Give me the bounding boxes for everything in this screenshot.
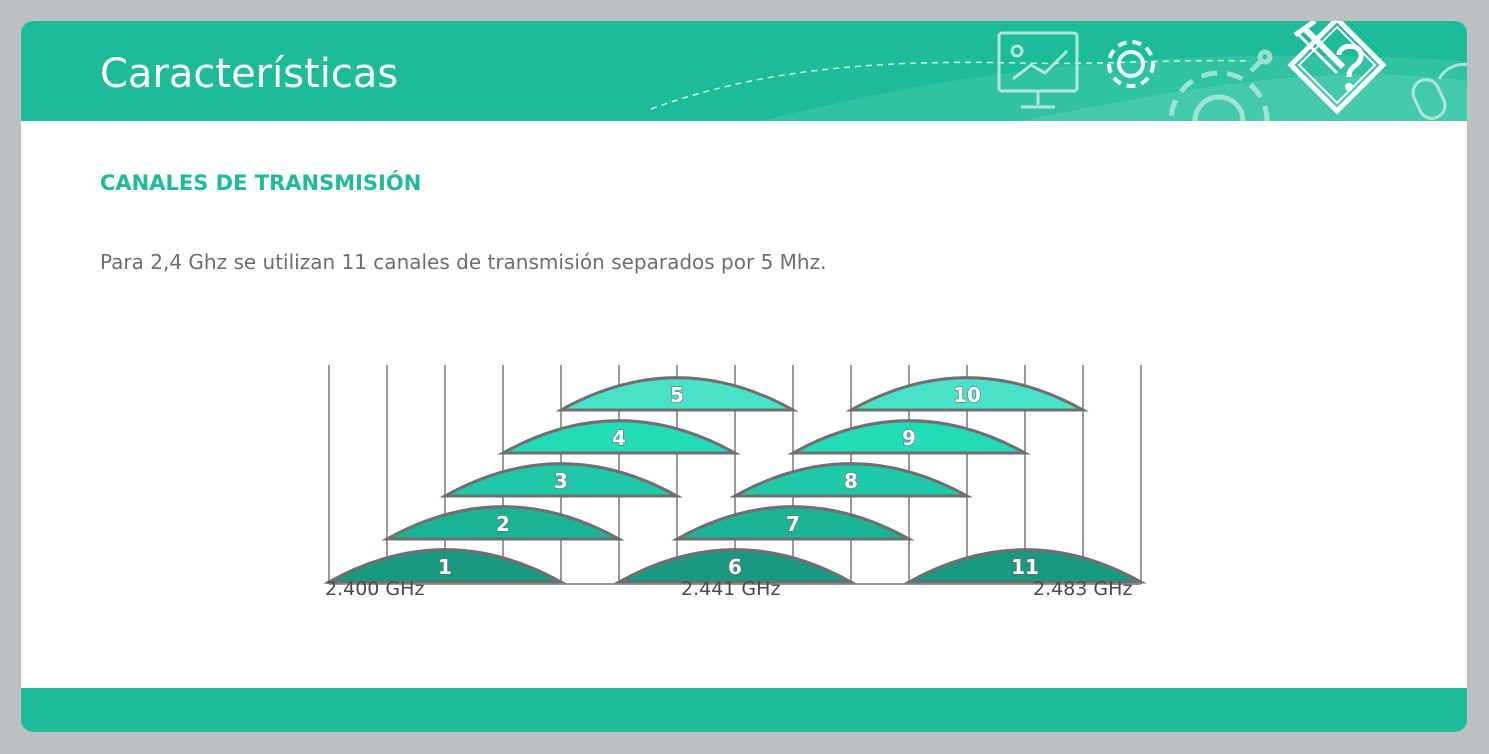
channel-11: 11 [903,548,1147,584]
channel-lens [381,505,625,541]
channel-label: 5 [670,383,684,407]
large-gear-icon [1168,49,1273,121]
channel-label: 9 [902,426,916,450]
channel-lens [729,462,973,498]
channel-4: 4 [497,419,741,455]
gear-icon [1107,40,1155,88]
channel-label: 10 [953,383,981,407]
channel-lens [613,548,857,584]
channel-label: 2 [496,512,510,536]
channel-lens [787,419,1031,455]
channel-label: 4 [612,426,626,450]
channel-diagram: 1 2 3 4 5 6 7 8 9 10 11 2.400 GHz 2.441 GHz 2.483 … [323,365,1147,600]
channel-2: 2 [381,505,625,541]
channel-lens [497,419,741,455]
page-title: Características [100,51,399,97]
footer-bar [21,688,1467,732]
channel-3: 3 [439,462,683,498]
channel-1: 1 [323,548,567,584]
channel-lens [903,548,1147,584]
description-paragraph: Para 2,4 Ghz se utilizan 11 canales de t… [100,250,827,274]
channel-lens [671,505,915,541]
presentation-board-icon [997,31,1079,109]
section-heading: CANALES DE TRANSMISIÓN [100,171,422,195]
channel-lens [323,548,567,584]
channel-label: 11 [1011,555,1039,579]
channel-10: 10 [845,376,1089,412]
channel-lens [845,376,1089,412]
pencil-question-icon [1287,21,1387,115]
slide: Características CANALES DE TRANSMISIÓN P… [21,21,1467,732]
channel-8: 8 [729,462,973,498]
channel-5: 5 [555,376,799,412]
channel-7: 7 [671,505,915,541]
computer-mouse-icon [1411,62,1467,120]
channel-label: 7 [786,512,800,536]
frequency-label-start: 2.400 GHz [325,578,424,600]
channel-lens [439,462,683,498]
channel-9: 9 [787,419,1031,455]
channel-label: 3 [554,469,568,493]
header-banner: Características [21,21,1467,121]
channel-6: 6 [613,548,857,584]
channel-label: 8 [844,469,858,493]
frequency-label-end: 2.483 GHz [1033,578,1132,600]
header-decoration [650,31,1467,121]
channel-label: 6 [728,555,742,579]
frequency-label-middle: 2.441 GHz [681,578,780,600]
channel-label: 1 [438,555,452,579]
channel-lens [555,376,799,412]
